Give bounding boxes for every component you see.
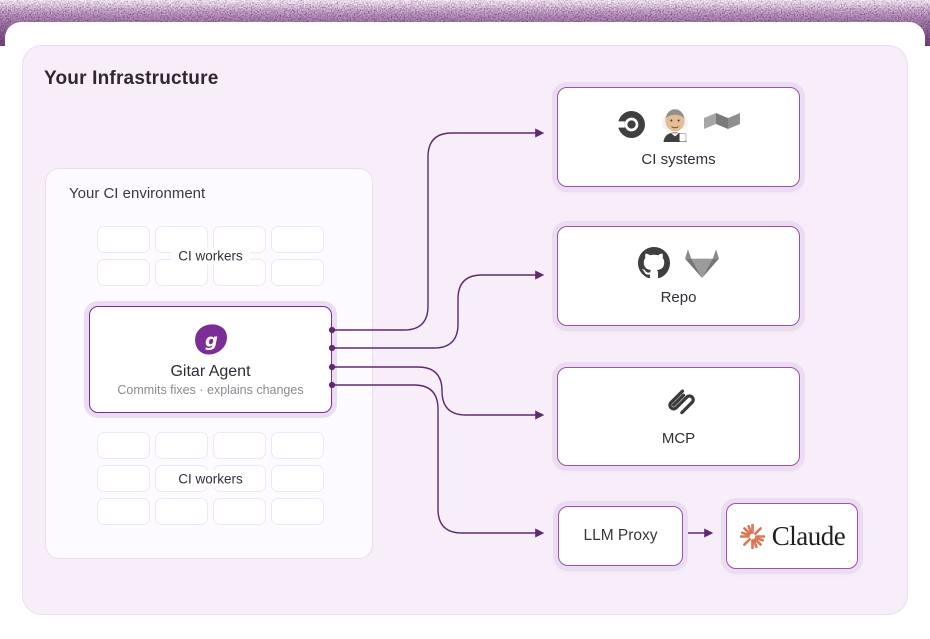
- ci-systems-icons: [617, 106, 740, 142]
- mcp-label: MCP: [661, 430, 696, 447]
- mcp-box: MCP: [557, 367, 800, 466]
- repo-icons: [637, 247, 720, 280]
- ci-worker-cell: [213, 498, 266, 525]
- github-icon: [637, 247, 670, 279]
- svg-text:g: g: [205, 331, 218, 352]
- ci-worker-cell: [155, 432, 208, 459]
- ci-worker-cell: [97, 465, 150, 492]
- agent-description: Commits fixes · explains changes: [117, 383, 304, 397]
- claude-wordmark: Claude: [771, 520, 846, 551]
- ci-workers-grid-bottom: CI workers: [97, 432, 324, 525]
- ci-worker-cell: [97, 259, 150, 286]
- llm-proxy-box: LLM Proxy: [558, 506, 683, 566]
- mcp-icons: [660, 386, 698, 424]
- ci-worker-cell: [97, 226, 150, 253]
- ci-worker-cell: [97, 498, 150, 525]
- ci-workers-label-bottom: CI workers: [171, 470, 250, 487]
- ci-worker-cell: [271, 259, 324, 286]
- agent-name: Gitar Agent: [170, 363, 251, 380]
- ci-systems-label: CI systems: [641, 151, 716, 168]
- repo-label: Repo: [660, 288, 697, 306]
- ci-worker-cell: [271, 465, 324, 492]
- gitar-logo-icon: g: [194, 324, 227, 355]
- page-title: Your Infrastructure: [44, 68, 219, 89]
- gitlab-icon: [684, 248, 719, 278]
- ci-workers-grid-top: CI workers: [97, 226, 324, 286]
- circleci-icon: [617, 110, 645, 138]
- ci-environment-title: Your CI environment: [69, 185, 206, 202]
- ci-worker-cell: [213, 432, 266, 459]
- buildkite-icon: [704, 112, 740, 129]
- llm-proxy-label: LLM Proxy: [583, 527, 658, 544]
- ci-worker-cell: [271, 432, 324, 459]
- mcp-icon: [667, 389, 695, 415]
- ci-workers-label-top: CI workers: [171, 247, 250, 265]
- ci-worker-cell: [97, 432, 150, 459]
- claude-starburst-icon: [739, 523, 765, 549]
- repo-box: Repo: [557, 226, 800, 326]
- gitar-agent-node: g Gitar Agent Commits fixes · explains c…: [89, 306, 332, 413]
- ci-systems-box: CI systems: [557, 87, 800, 187]
- ci-worker-cell: [271, 226, 324, 253]
- jenkins-icon: [662, 109, 688, 142]
- claude-box: Claude: [726, 503, 858, 569]
- ci-worker-cell: [271, 498, 324, 525]
- ci-worker-cell: [155, 498, 208, 525]
